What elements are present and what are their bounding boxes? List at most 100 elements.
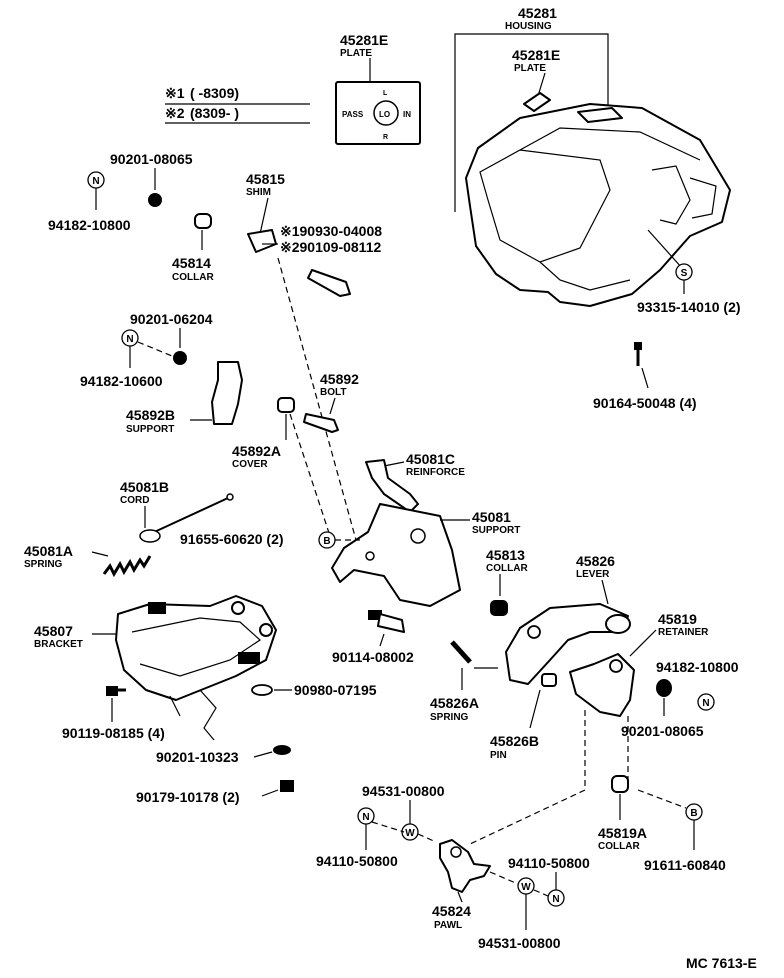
pin-45826b-number: 45826B: [490, 733, 539, 749]
n-10800-b-label: 94182-10800: [656, 659, 739, 675]
collar-45814-name: COLLAR: [172, 272, 214, 283]
plate-inner-name: PLATE: [514, 63, 546, 74]
collar-to-b-dash: [637, 789, 687, 809]
housing-part: [465, 103, 731, 307]
collar-45819a-number: 45819A: [598, 825, 647, 841]
bolt-07195-label: 90980-07195: [294, 682, 377, 698]
spring-45081a-name: SPRING: [24, 559, 63, 570]
bolt-07195-part: [251, 684, 273, 696]
s-screw-label: 93315-14010 (2): [637, 299, 741, 315]
spring-45826a-number: 45826A: [430, 695, 479, 711]
nut-10323-leader: [253, 751, 273, 758]
spring-45826a-part: [450, 640, 472, 664]
support-hole-1-icon: [410, 528, 426, 544]
spring-45081a-part: [102, 555, 152, 578]
cord-end-icon: [226, 493, 234, 501]
bracket-wire-2: [169, 695, 181, 717]
pin-45826b-leader: [529, 689, 541, 729]
pawl-to-w-dash: [489, 871, 519, 885]
legend-range-2: (8309- ): [190, 105, 239, 121]
w-to-pawl-dash: [417, 833, 437, 843]
bracket-hole-2-icon: [259, 623, 273, 637]
n-symbol-10600-icon: N: [121, 329, 139, 347]
pawl-name: PAWL: [434, 920, 462, 931]
retainer-name: RETAINER: [658, 627, 709, 638]
n-50800-a-label: 94110-50800: [316, 853, 398, 869]
housing-group: 45281 HOUSING 45281E PLATE: [454, 5, 731, 307]
bracket-clip-1: [148, 602, 166, 614]
bolt-45892-number: 45892: [320, 371, 359, 387]
support-45081-part: [331, 503, 461, 607]
svg-text:N: N: [702, 698, 709, 709]
cover-45892a-name: COVER: [232, 459, 268, 470]
screw-90930-label: ※190930-04008: [280, 223, 382, 239]
svg-text:B: B: [323, 536, 330, 547]
bracket-name: BRACKET: [34, 639, 83, 650]
housing-window: [577, 107, 623, 123]
pawl-hole-icon: [450, 846, 462, 858]
n-10600-dash: [137, 341, 173, 357]
support-hole-2-icon: [365, 551, 375, 561]
n-symbol-50800-b-icon: N: [547, 889, 565, 907]
housing-bracket-leader: [454, 33, 609, 212]
nut-10178-label: 90179-10178 (2): [136, 789, 240, 805]
b-60620-label: 91655-60620 (2): [180, 531, 284, 547]
shim-number: 45815: [246, 171, 285, 187]
housing-opening: [479, 149, 611, 263]
plate-bottom-letter: R: [383, 134, 388, 141]
bracket-wire: [199, 689, 217, 741]
svg-text:S: S: [681, 268, 688, 279]
nut-08065-b-label: 90201-08065: [621, 723, 704, 739]
reinforce-number: 45081C: [406, 451, 455, 467]
catalog-code: MC 7613-E: [686, 955, 757, 971]
svg-text:W: W: [521, 882, 531, 893]
cord-part: [149, 497, 229, 535]
reinforce-name: REINFORCE: [406, 467, 465, 478]
plate-top-letter: L: [383, 90, 388, 97]
pin-45826b-name: PIN: [490, 750, 507, 761]
housing-slot: [651, 165, 691, 225]
plate-inner-leader: [537, 72, 546, 97]
retainer-leader: [629, 629, 657, 657]
collar-45814-part: [194, 213, 212, 229]
n-10600-label: 94182-10600: [80, 373, 163, 389]
retainer-to-pawl-dash: [469, 789, 586, 845]
nut-10323-label: 90201-10323: [156, 749, 239, 765]
cover-to-b-dash: [289, 413, 331, 537]
cord-eye-icon: [139, 529, 161, 543]
bracket-part: [115, 595, 277, 701]
cord-number: 45081B: [120, 479, 169, 495]
nut-10323-part: [273, 745, 291, 755]
plate-inner-number: 45281E: [512, 47, 560, 63]
retainer-number: 45819: [658, 611, 697, 627]
b-symbol-60620-icon: B: [318, 531, 336, 549]
svg-text:N: N: [552, 894, 559, 905]
retainer-hole-icon: [609, 659, 623, 673]
support-45892b-name: SUPPORT: [126, 424, 174, 435]
n-10800-a-label: 94182-10800: [48, 217, 131, 233]
svg-text:N: N: [362, 812, 369, 823]
nut-08065-a-part: [148, 193, 162, 207]
bolt-45892-leader: [329, 397, 336, 415]
w-00800-a-label: 94531-00800: [362, 783, 445, 799]
b-symbol-60840-icon: B: [685, 803, 703, 821]
plate-top-number: 45281E: [340, 32, 388, 48]
plate-panel: 45281E PLATE PASS LO IN L R: [335, 32, 421, 145]
lever-name: LEVER: [576, 569, 610, 580]
pin-45826b-part: [541, 673, 557, 687]
screw-50048-label: 90164-50048 (4): [593, 395, 697, 411]
bracket-inner-edge: [131, 617, 261, 677]
housing-tab: [689, 177, 717, 219]
bolt-45892-name: BOLT: [320, 387, 346, 398]
pawl-part: [439, 839, 491, 893]
bracket-number: 45807: [34, 623, 73, 639]
collar-45813-number: 45813: [486, 547, 525, 563]
n-symbol-50800-a-icon: N: [357, 807, 375, 825]
support-45892b-part: [211, 361, 243, 425]
support-45081-number: 45081: [472, 509, 511, 525]
plate-pass: PASS: [342, 110, 364, 119]
lever-number: 45826: [576, 553, 615, 569]
w-n-b-dash: [533, 889, 549, 897]
